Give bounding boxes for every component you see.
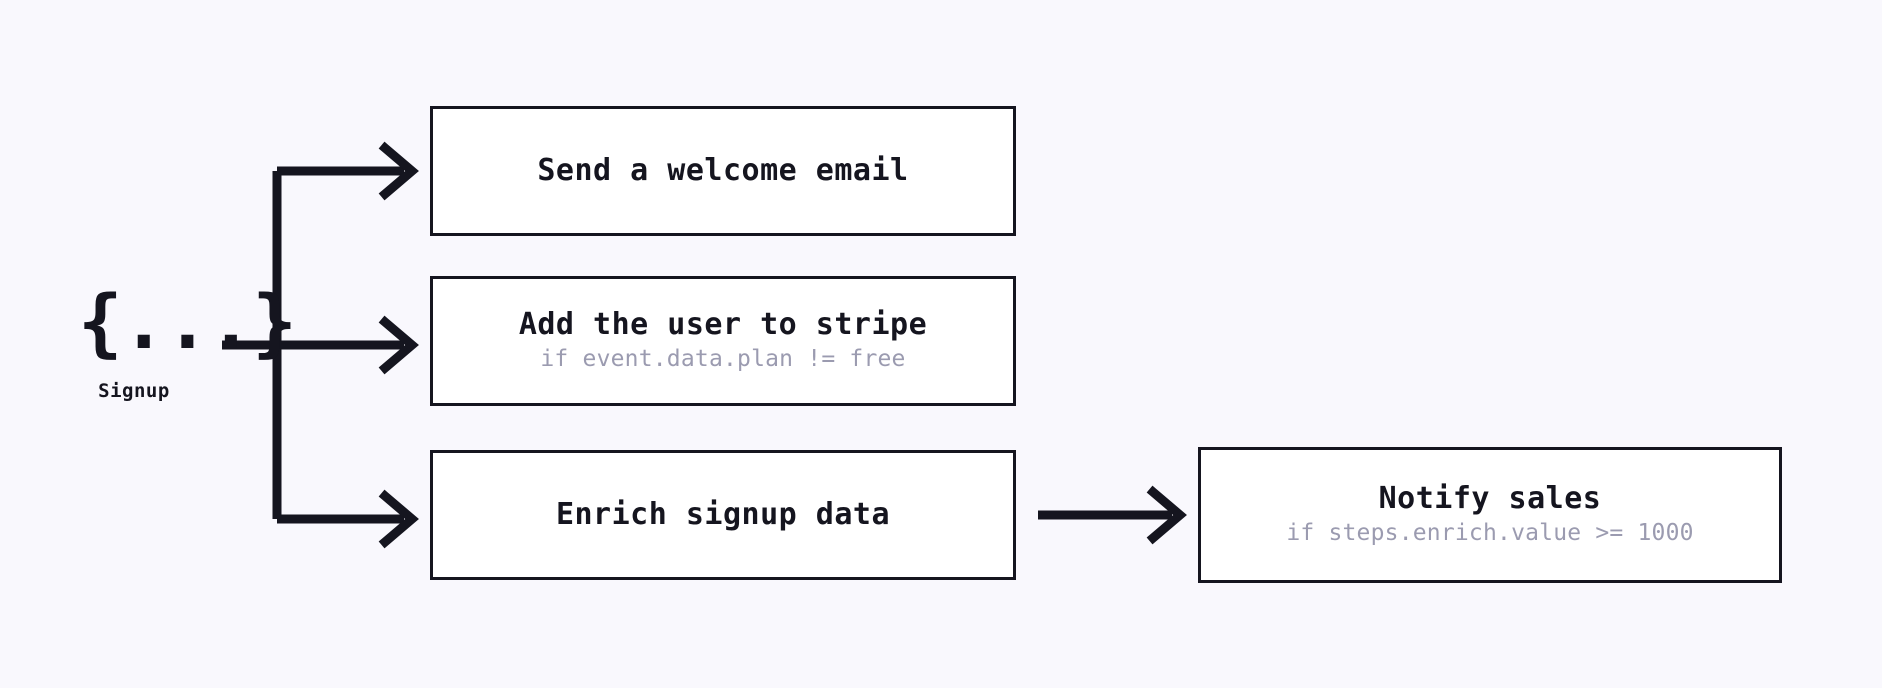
json-braces-icon: {...} — [78, 280, 297, 366]
trigger-node[interactable]: {...} Signup — [78, 280, 297, 402]
step-node-notify-sales[interactable]: Notify sales if steps.enrich.value >= 10… — [1198, 447, 1782, 583]
step-condition: if steps.enrich.value >= 1000 — [1286, 520, 1694, 547]
arrowhead-notify-sales-icon — [1146, 485, 1187, 545]
arrowhead-enrich-icon — [378, 489, 419, 549]
step-title: Notify sales — [1378, 480, 1602, 516]
step-title: Enrich signup data — [555, 496, 891, 532]
step-condition: if event.data.plan != free — [540, 346, 906, 373]
step-title: Send a welcome email — [537, 152, 909, 188]
step-node-add-to-stripe[interactable]: Add the user to stripe if event.data.pla… — [430, 276, 1016, 406]
arrowhead-add-to-stripe-icon — [378, 315, 419, 375]
step-node-welcome-email[interactable]: Send a welcome email — [430, 106, 1016, 236]
step-title: Add the user to stripe — [518, 306, 928, 342]
trigger-label: Signup — [98, 380, 170, 402]
step-node-enrich-signup-data[interactable]: Enrich signup data — [430, 450, 1016, 580]
arrowhead-welcome-email-icon — [378, 141, 419, 201]
